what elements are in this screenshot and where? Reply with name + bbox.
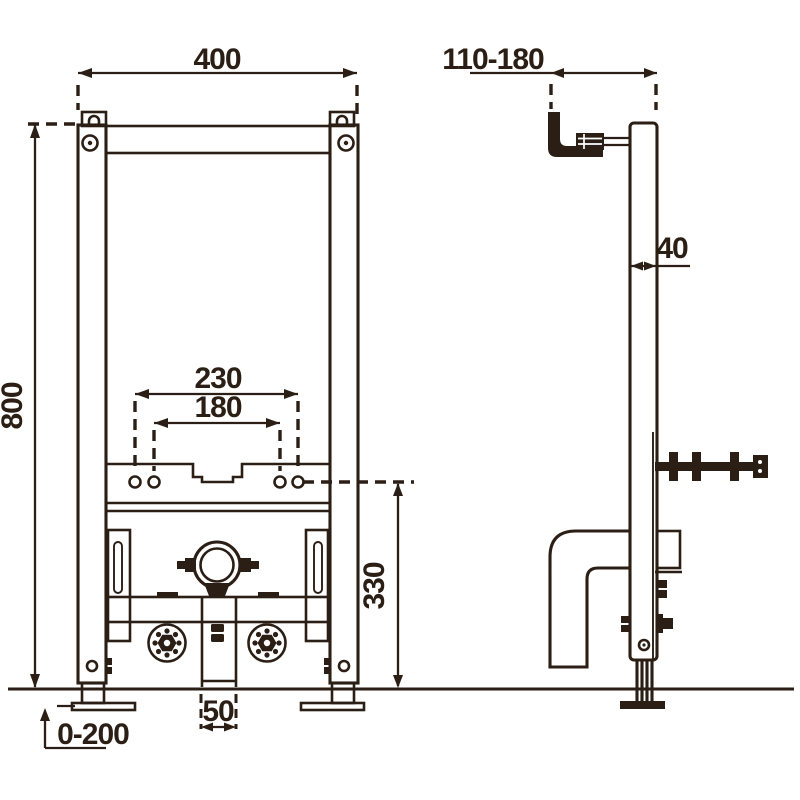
- adjustable-foot-left: [70, 681, 137, 712]
- fixing-hole: [147, 475, 161, 489]
- dim-drain-width: 50: [199, 694, 238, 732]
- water-supply-pipe: [548, 112, 630, 157]
- dim-supply-depth: 110-180: [442, 43, 658, 110]
- dim-supply-depth-label: 110-180: [442, 43, 544, 76]
- dim-drain-height: 330: [303, 480, 414, 688]
- flange-disc-left: [147, 623, 187, 663]
- dim-profile-depth: 40: [631, 232, 690, 271]
- center-nut-pair: [211, 624, 224, 642]
- slotted-bracket-left: [106, 528, 132, 643]
- dim-frame-width: 400: [76, 43, 359, 121]
- dim-leg-adjustment: 0-200: [40, 704, 130, 751]
- screw-top-left: [81, 134, 99, 152]
- drain-elbow-pipe: [548, 529, 630, 669]
- drain-channel: [200, 596, 238, 687]
- connection-box: [655, 529, 682, 574]
- flange-disc-right: [247, 623, 287, 663]
- dim-leg-adjustment-label: 0-200: [57, 718, 129, 751]
- dim-frame-height-label: 800: [0, 382, 29, 429]
- lower-rail: [104, 592, 332, 624]
- frame-post-right: [328, 123, 360, 685]
- leg-hardware: [621, 580, 673, 652]
- fixing-hole: [273, 475, 287, 489]
- leg-fitting-left: [85, 658, 112, 674]
- dim-profile-depth-label: 40: [656, 232, 688, 265]
- wall-anchor-rod: [655, 452, 768, 481]
- dim-drain-height-label: 330: [358, 562, 391, 609]
- side-view: [548, 112, 768, 709]
- leg-fitting-right: [324, 658, 351, 674]
- dim-fixing-outer-label: 230: [194, 362, 241, 395]
- slotted-bracket-right: [304, 528, 330, 643]
- adjustable-foot-side: [620, 660, 665, 709]
- screw-top-right: [337, 134, 355, 152]
- cistern-support-crossbar: [106, 462, 330, 513]
- front-view: [70, 110, 366, 712]
- dim-frame-height: 800: [0, 122, 78, 688]
- dim-frame-width-label: 400: [193, 43, 240, 76]
- dim-fixing-inner: 180: [152, 391, 282, 471]
- fixing-hole: [291, 475, 305, 489]
- drain-pipe-clamp: [177, 540, 259, 596]
- dim-fixing-outer: 230: [133, 362, 300, 471]
- dim-fixing-inner-label: 180: [194, 391, 241, 424]
- top-rail: [104, 124, 332, 155]
- fixing-hole: [128, 475, 142, 489]
- adjustable-foot-right: [299, 681, 366, 712]
- frame-post-left: [76, 123, 108, 685]
- dim-drain-width-label: 50: [202, 695, 234, 728]
